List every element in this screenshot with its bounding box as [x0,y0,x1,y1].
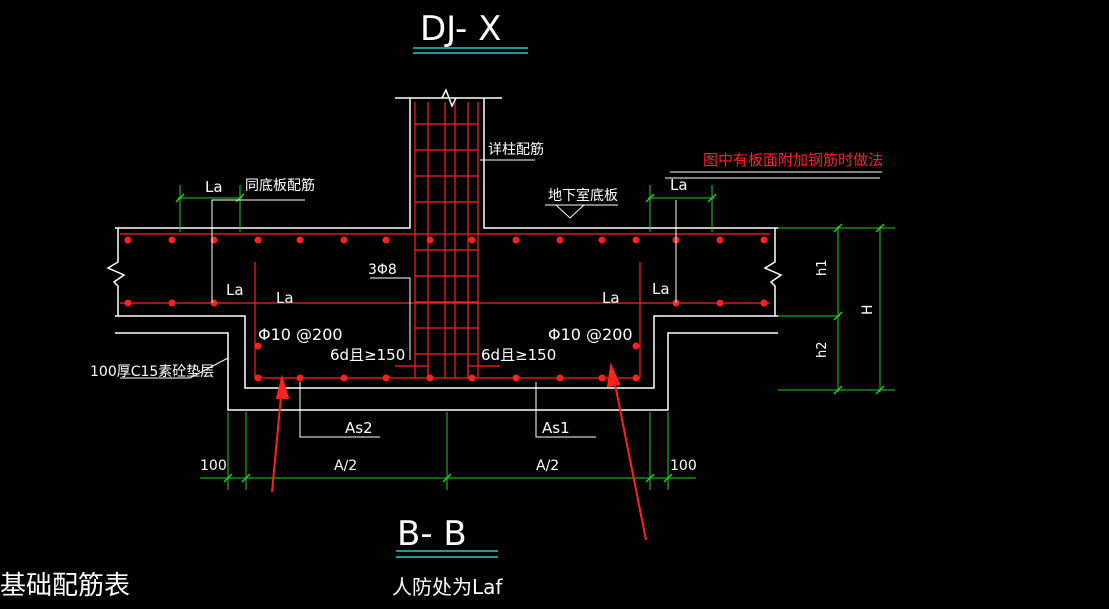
rebar-spacing-right: Φ10 @200 [548,325,633,344]
drawing-title: DJ- X [420,9,501,49]
la-dim-left: La [205,178,223,196]
as1-label: As1 [542,419,570,437]
additional-rebar-note: 图中有板面附加钢筋时做法 [703,151,883,169]
dim-100-left: 100 [200,458,227,474]
column-rebar-label: 详柱配筋 [488,141,544,158]
dim-h: H [860,304,876,315]
section-label: B- B [397,514,467,554]
la-anchor-left-vertical: La [226,281,244,299]
as2-label: As2 [345,419,373,437]
rebar-dots [124,236,768,382]
bedding-label: 100厚C15素砼垫层 [90,364,214,380]
anchor-length-left: 6d且≥150 [330,346,405,364]
dim-a2-left: A/2 [334,458,357,474]
dim-100-right: 100 [670,458,697,474]
civil-defense-note: 人防处为Laf [392,575,503,599]
la-anchor-right-vertical: La [652,280,670,298]
table-title: 基础配筋表 [0,571,130,601]
anchor-length-right: 6d且≥150 [481,346,556,364]
dim-a2-right: A/2 [536,458,559,474]
leader-lines [120,159,882,438]
slab-rebar-label: 同底板配筋 [245,177,315,194]
basement-slab-label: 地下室底板 [548,187,618,204]
annotation-arrows [271,362,647,541]
la-anchor-right: La [602,289,620,307]
dimension-ticks [175,193,885,483]
dim-h1: h1 [815,259,830,276]
la-anchor-left: La [276,289,294,307]
stirrup-label: 3Φ8 [368,262,397,278]
concrete-outline [106,88,783,411]
la-dim-right: La [670,176,688,194]
rebar-spacing-left: Φ10 @200 [258,325,343,344]
dim-h2: h2 [815,341,830,358]
